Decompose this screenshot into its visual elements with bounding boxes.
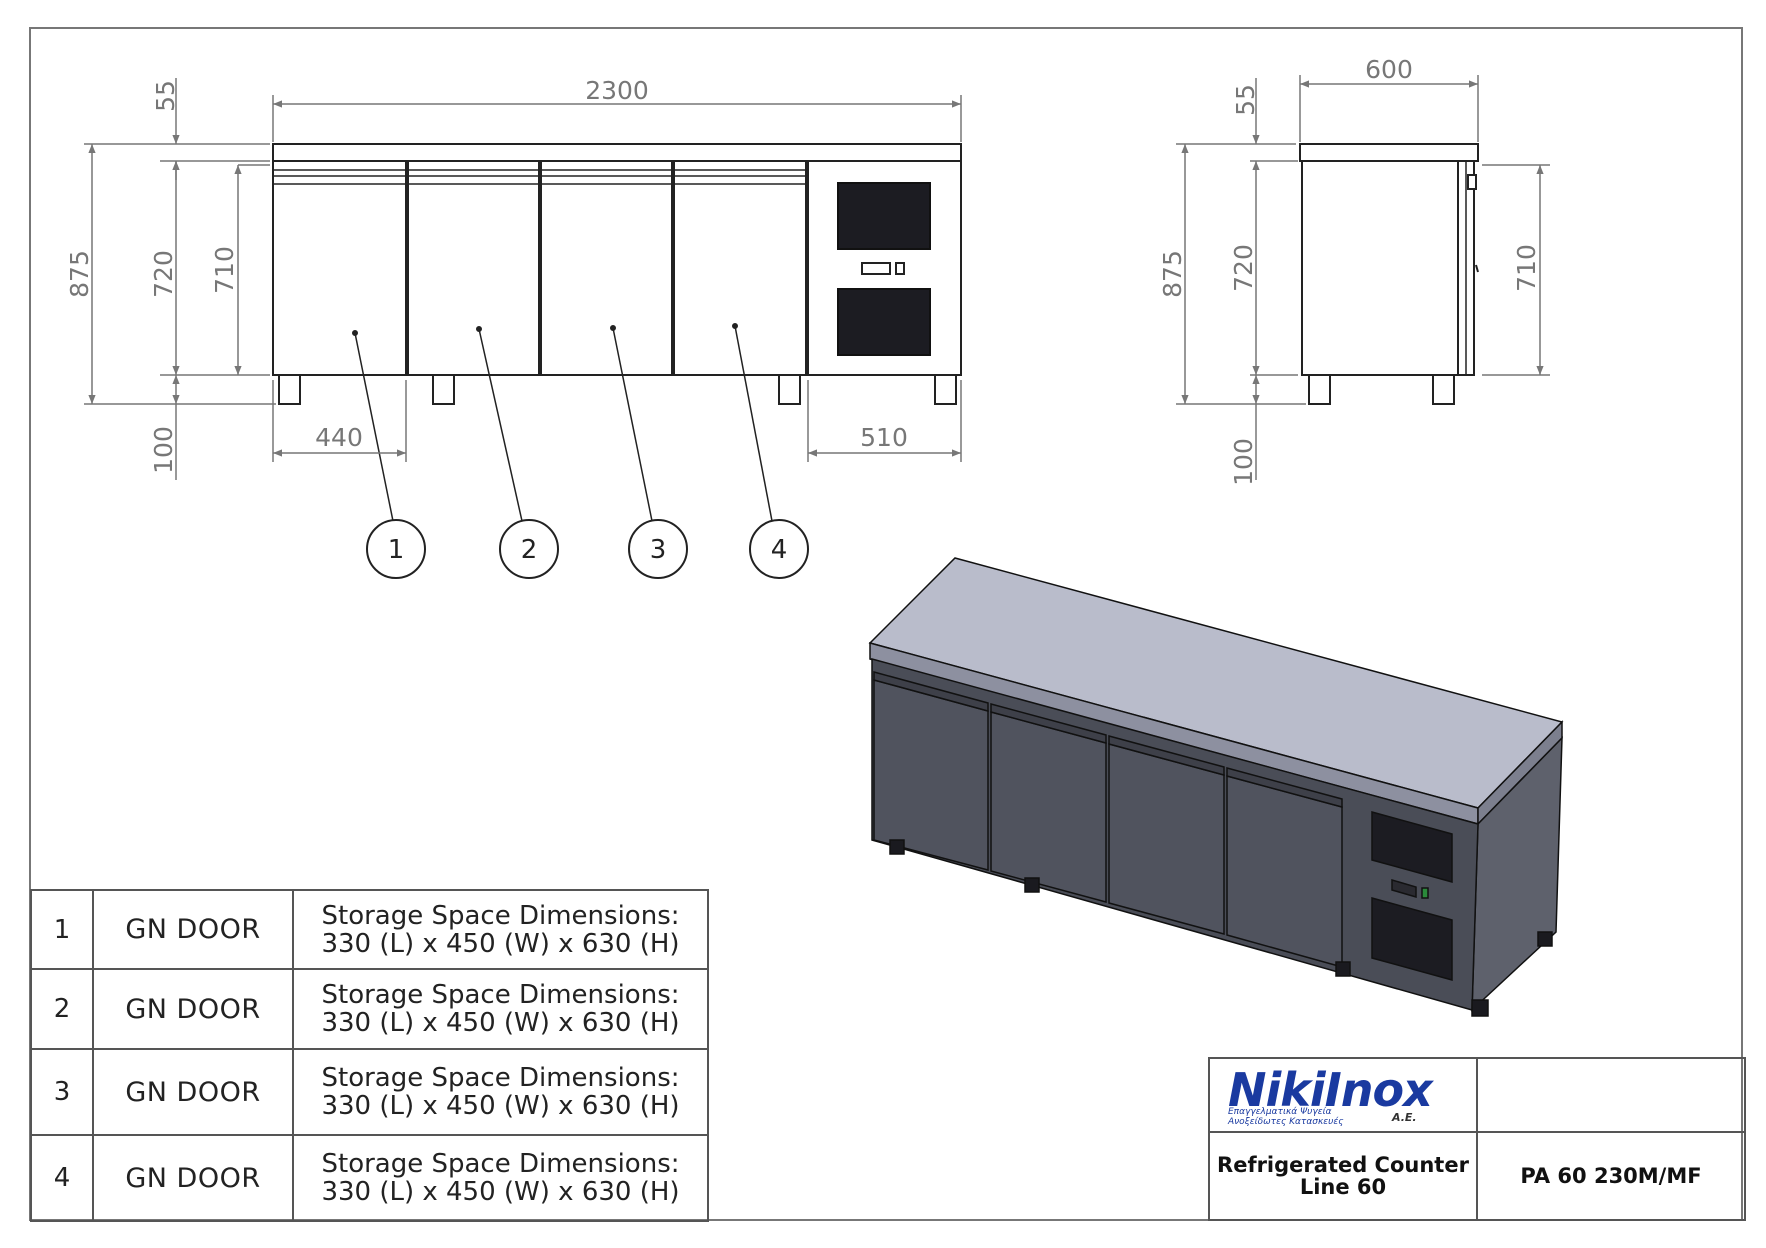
iso-door-4 <box>1226 775 1343 968</box>
iso-lower-grille <box>1371 897 1453 981</box>
dim-door-height: 710 <box>210 246 239 294</box>
dim-side-top-thickness: 55 <box>1231 84 1260 116</box>
row-number: 3 <box>30 1048 94 1136</box>
description-line-2: 330 (L) x 450 (W) x 630 (H) <box>321 1008 680 1038</box>
dim-top-thickness: 55 <box>151 80 180 112</box>
description-line-1: Storage Space Dimensions: <box>321 900 680 931</box>
iso-upper-grille <box>1371 811 1453 883</box>
logo-wordmark: NikiInox <box>1228 1063 1433 1117</box>
description-line-2: 330 (L) x 450 (W) x 630 (H) <box>321 1091 680 1121</box>
description-line-2: 330 (L) x 450 (W) x 630 (H) <box>321 928 680 959</box>
dim-cabinet-height: 720 <box>149 250 178 298</box>
company-logo: NikiInox Επαγγελματικά Ψυγεία Ανοξείδωτε… <box>1210 1059 1476 1131</box>
table-row: 2 GN DOOR Storage Space Dimensions: 330 … <box>30 968 709 1050</box>
dim-total-height: 875 <box>65 250 94 298</box>
model-number: PA 60 230M/MF <box>1476 1131 1746 1221</box>
balloon-4 <box>749 519 809 579</box>
table-row: 4 GN DOOR Storage Space Dimensions: 330 … <box>30 1134 709 1222</box>
part-description: Storage Space Dimensions: 330 (L) x 450 … <box>292 968 709 1050</box>
title-line-1: Refrigerated Counter <box>1217 1153 1469 1177</box>
front-view <box>272 143 962 522</box>
part-description: Storage Space Dimensions: 330 (L) x 450 … <box>292 1134 709 1222</box>
dim-depth: 600 <box>1365 55 1413 84</box>
sheet-border <box>29 27 1743 1221</box>
side-dimension-labels: 600 55 875 720 710 100 <box>1158 55 1541 486</box>
part-description: Storage Space Dimensions: 330 (L) x 450 … <box>292 889 709 970</box>
part-name: GN DOOR <box>92 968 294 1050</box>
side-view <box>1299 143 1479 405</box>
description-line-1: Storage Space Dimensions: <box>321 1149 680 1179</box>
balloon-label-2: 2 <box>521 535 538 565</box>
side-dimensions <box>1176 75 1550 480</box>
front-dimension-labels: 2300 55 875 720 710 100 440 510 <box>65 76 908 474</box>
empty-cell <box>1476 1057 1746 1133</box>
title-block: NikiInox Επαγγελματικά Ψυγεία Ανοξείδωτε… <box>1208 1057 1746 1221</box>
lower-grille <box>837 288 931 356</box>
dim-motor-width: 510 <box>860 423 908 452</box>
row-number: 4 <box>30 1134 94 1222</box>
balloon-2 <box>499 519 559 579</box>
iso-door-2 <box>990 711 1107 903</box>
balloon-1 <box>366 519 426 579</box>
control-panel <box>861 262 891 275</box>
balloon-label-3: 3 <box>650 535 667 565</box>
part-description: Storage Space Dimensions: 330 (L) x 450 … <box>292 1048 709 1136</box>
balloon-label-4: 4 <box>771 535 788 565</box>
dim-leg-height: 100 <box>149 426 178 474</box>
iso-door-3 <box>1108 743 1225 935</box>
balloons: 1 2 3 4 <box>366 519 809 579</box>
upper-grille <box>837 182 931 250</box>
description-line-1: Storage Space Dimensions: <box>321 980 680 1010</box>
isometric-view <box>868 557 1564 1017</box>
table-row: 3 GN DOOR Storage Space Dimensions: 330 … <box>30 1048 709 1136</box>
dim-side-total-height: 875 <box>1158 250 1187 298</box>
logo-suffix: A.E. <box>1392 1111 1417 1124</box>
power-switch <box>895 262 905 275</box>
balloon-label-1: 1 <box>388 535 405 565</box>
description-line-2: 330 (L) x 450 (W) x 630 (H) <box>321 1177 680 1207</box>
dim-side-door-height: 710 <box>1512 244 1541 292</box>
front-dimensions <box>84 78 962 480</box>
dim-side-cabinet-height: 720 <box>1229 244 1258 292</box>
parts-table: 1 GN DOOR Storage Space Dimensions: 330 … <box>30 889 709 1222</box>
table-row: 1 GN DOOR Storage Space Dimensions: 330 … <box>30 889 709 970</box>
dim-total-width: 2300 <box>585 76 649 105</box>
dim-side-leg-height: 100 <box>1229 438 1258 486</box>
logo-cell: NikiInox Επαγγελματικά Ψυγεία Ανοξείδωτε… <box>1208 1057 1478 1133</box>
title-line-2: Line 60 <box>1299 1175 1387 1199</box>
dim-door-width: 440 <box>315 423 363 452</box>
part-name: GN DOOR <box>92 1134 294 1222</box>
drawing-title: Refrigerated Counter Line 60 <box>1208 1131 1478 1221</box>
row-number: 1 <box>30 889 94 970</box>
part-name: GN DOOR <box>92 1048 294 1136</box>
balloon-3 <box>628 519 688 579</box>
description-line-1: Storage Space Dimensions: <box>321 1063 680 1093</box>
row-number: 2 <box>30 968 94 1050</box>
logo-tagline: Επαγγελματικά Ψυγεία Ανοξείδωτες Κατασκε… <box>1228 1107 1344 1127</box>
part-name: GN DOOR <box>92 889 294 970</box>
